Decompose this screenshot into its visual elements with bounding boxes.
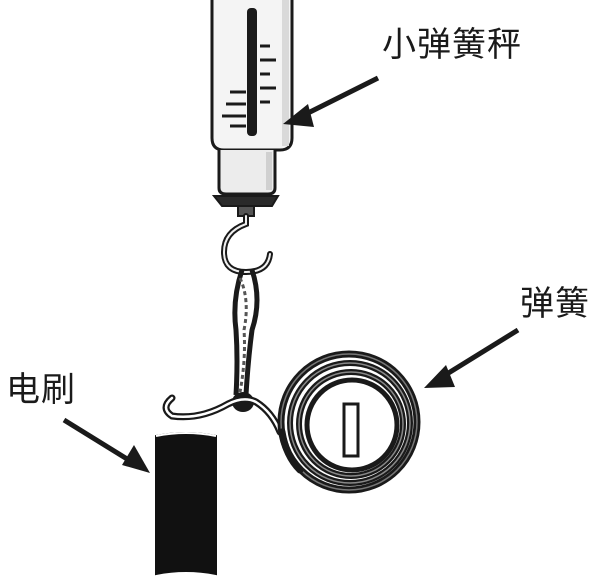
spring-scale-ticks-right	[260, 44, 276, 104]
spring-scale-nut	[211, 195, 280, 207]
spring-coil-inner	[304, 377, 400, 473]
spring-coil-3-line	[298, 371, 404, 477]
collar-shade	[266, 152, 272, 190]
brush-block	[155, 432, 217, 576]
spring-coil-2-line	[289, 362, 411, 484]
brush-top-edge	[155, 432, 217, 437]
label-spring: 弹簧	[520, 284, 590, 324]
spring-scale-shade	[282, 0, 289, 146]
spring-scale-ticks-left	[222, 90, 246, 128]
arrow-brush	[62, 417, 150, 473]
brush-wire	[162, 394, 284, 436]
spring-scale-collar	[217, 150, 277, 196]
string-left-strand	[232, 269, 245, 396]
spring-scale	[210, 0, 294, 276]
brush-wire-highlight	[164, 396, 282, 434]
spring-axle	[342, 402, 360, 458]
spring-tail	[278, 428, 304, 474]
coiled-spring	[277, 350, 421, 494]
spring-scale-indicator	[247, 8, 257, 136]
label-spring-scale: 小弹簧秤	[382, 25, 522, 65]
label-brush: 电刷	[6, 370, 76, 410]
string-loop	[232, 269, 260, 412]
string-twist	[238, 277, 248, 393]
spring-coil-outer-line	[280, 353, 418, 491]
arrow-scale	[283, 75, 380, 127]
string-right-strand	[243, 269, 260, 396]
hook-highlight	[222, 215, 271, 274]
arrow-spring	[424, 327, 520, 388]
